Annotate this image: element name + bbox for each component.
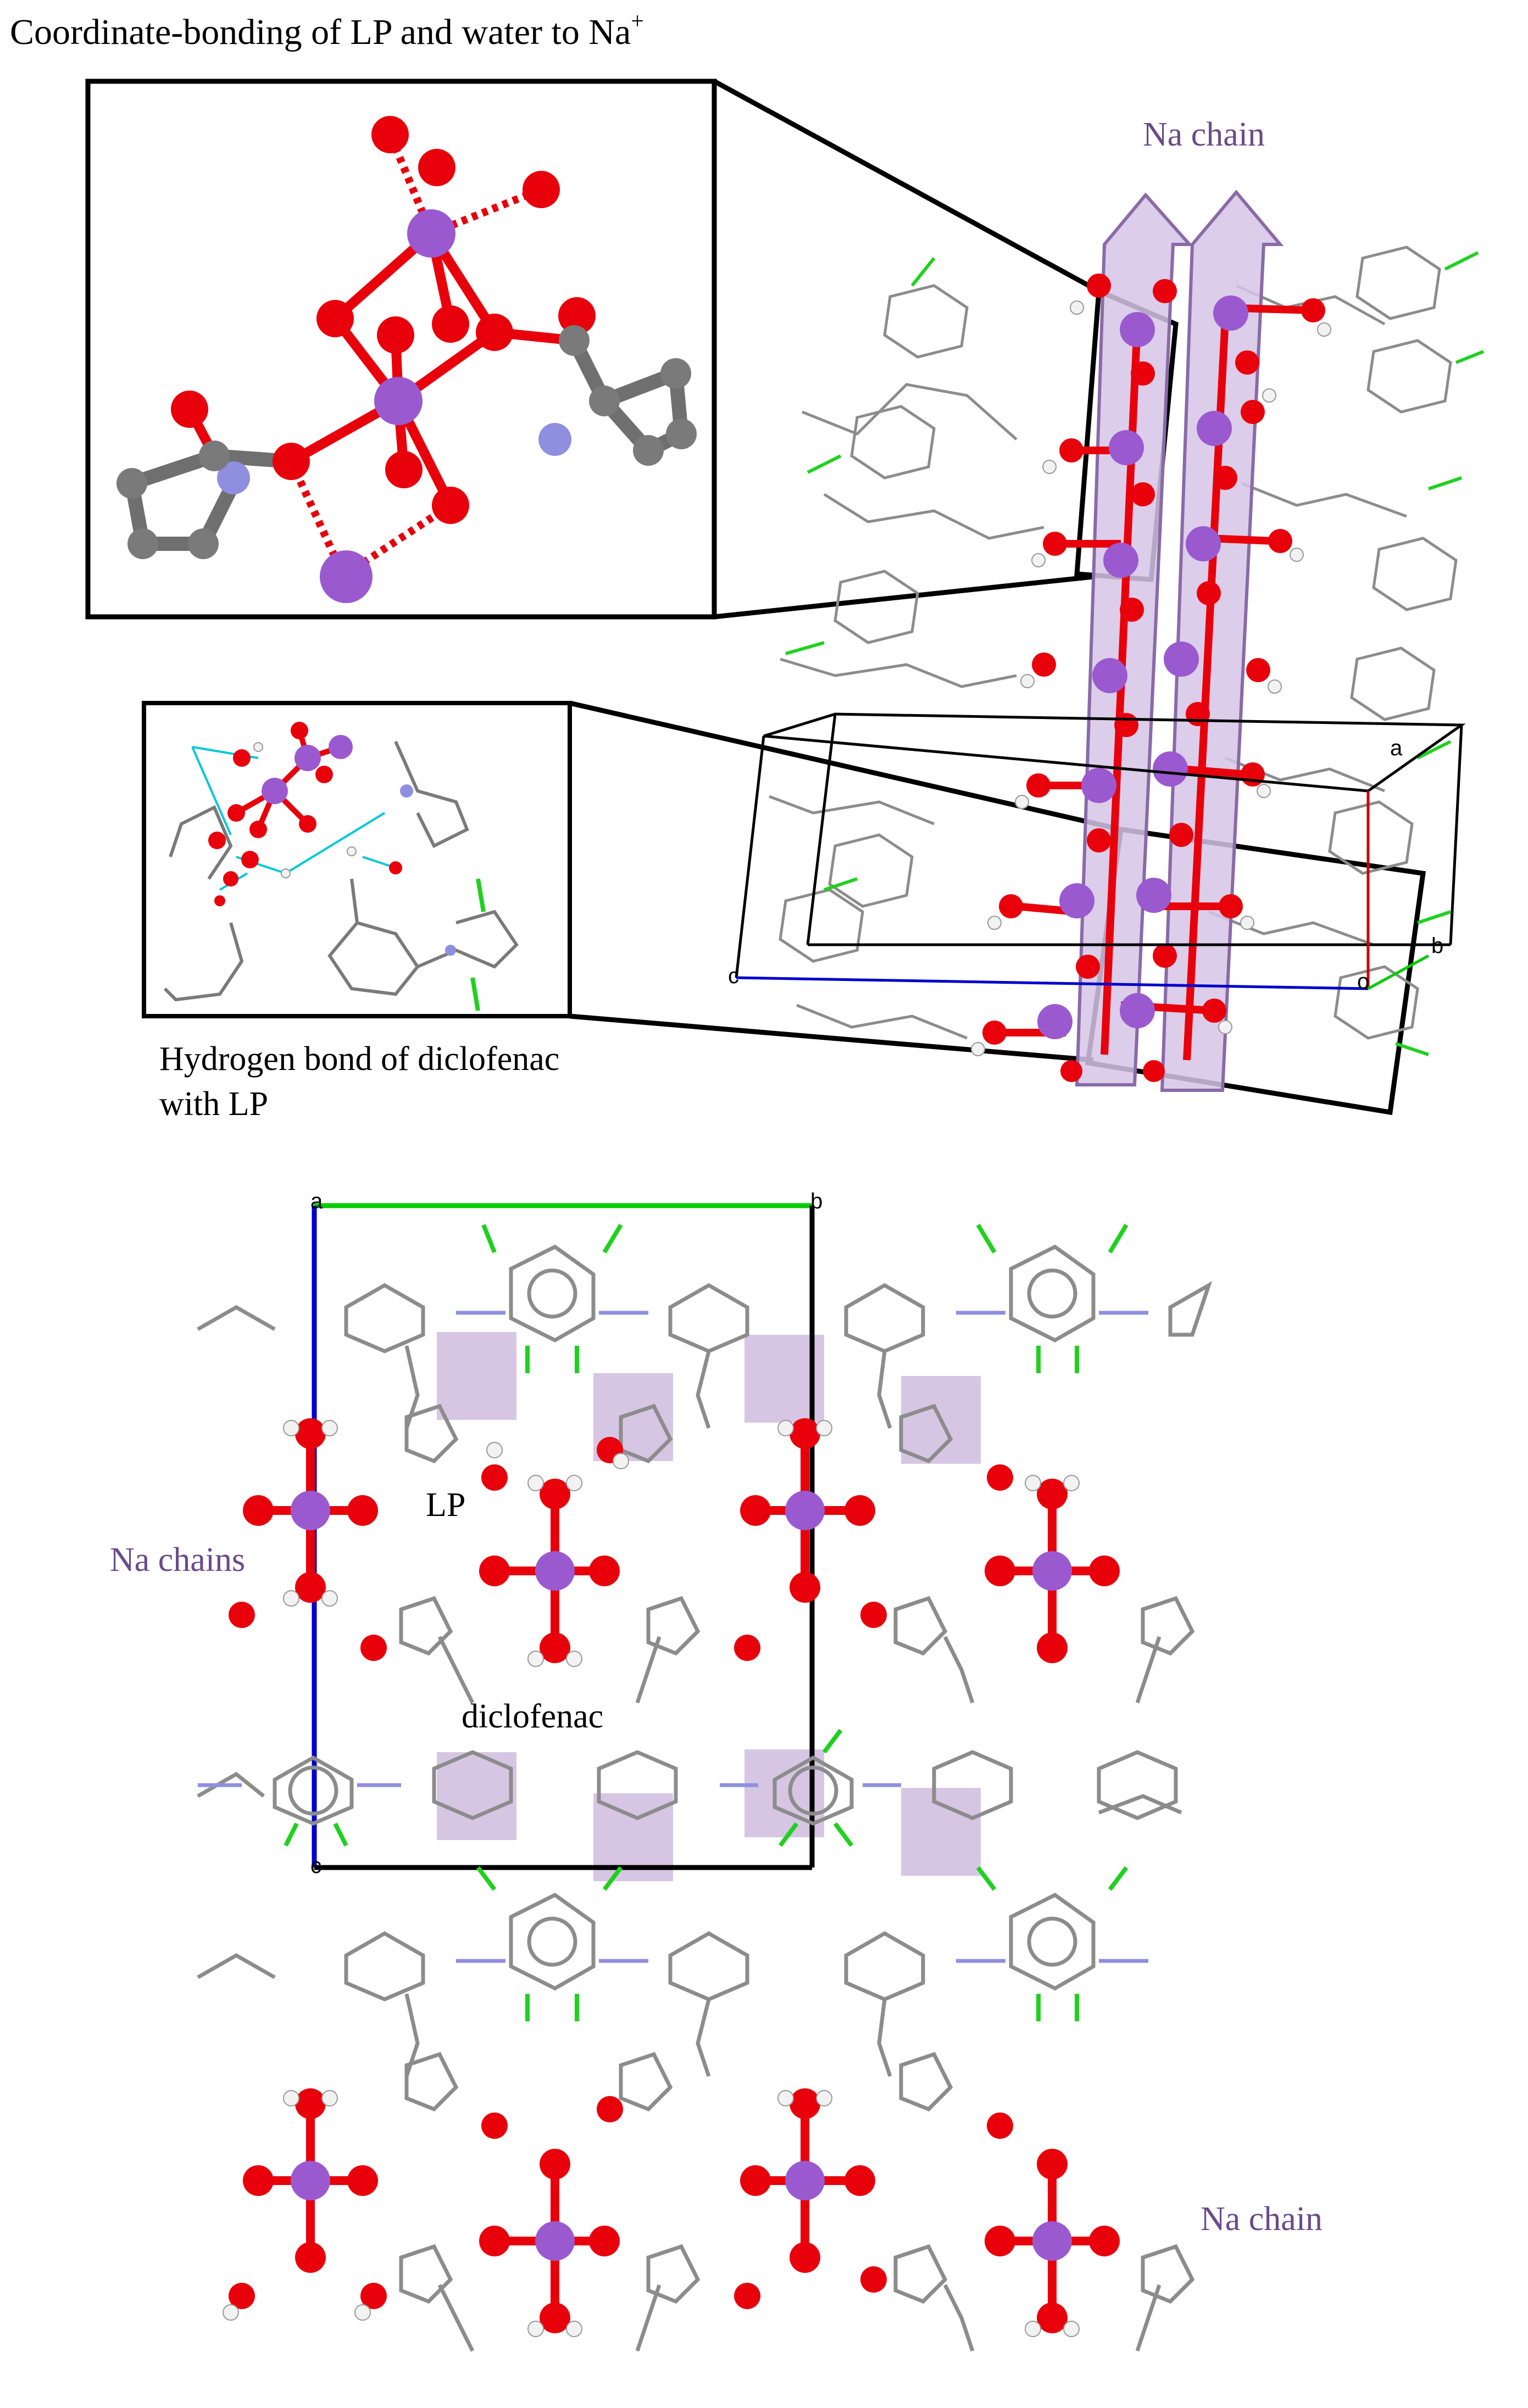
unit-cell-bottom bbox=[312, 1203, 815, 1870]
hbond-caption-line2: with LP bbox=[159, 1085, 268, 1123]
na-chain-atoms bbox=[971, 274, 1331, 1082]
na-chain-label-bottom: Na chain bbox=[1201, 2200, 1323, 2238]
unit-cell-top bbox=[735, 712, 1466, 990]
nitrogen-bottom bbox=[198, 1311, 1148, 1963]
top-axis-a: a bbox=[1390, 736, 1403, 760]
chlorine-bottom bbox=[284, 1223, 1129, 2021]
bottom-axis-a: a bbox=[310, 1189, 323, 1213]
top-axis-b: b bbox=[1431, 934, 1443, 958]
coordinate-bonding-inset bbox=[85, 79, 717, 620]
lp-label: LP bbox=[426, 1486, 465, 1524]
diclofenac-label: diclofenac bbox=[462, 1698, 603, 1735]
diclofenac-background-top bbox=[769, 246, 1458, 1040]
title-superscript: + bbox=[631, 9, 644, 34]
chlorine-background-top bbox=[785, 251, 1485, 1056]
zoom-lines-inset2 bbox=[569, 700, 1426, 1116]
na-chains-label-left: Na chains bbox=[110, 1541, 245, 1579]
top-left-title: Coordinate-bonding of LP and water to Na… bbox=[10, 9, 644, 52]
top-axis-c: c bbox=[728, 964, 739, 988]
hbond-caption-line1: Hydrogen bond of diclofenac bbox=[159, 1040, 559, 1078]
bottom-axis-b: b bbox=[810, 1189, 823, 1213]
top-axis-o: o bbox=[1357, 969, 1369, 994]
na-octahedra-bottom bbox=[223, 1418, 1120, 2337]
na-chain-label-top: Na chain bbox=[1143, 116, 1265, 153]
diclofenac-rings-bottom bbox=[197, 1244, 1213, 2352]
bottom-axis-c: c bbox=[310, 1854, 321, 1878]
hydrogen-bond-inset bbox=[142, 701, 572, 1018]
